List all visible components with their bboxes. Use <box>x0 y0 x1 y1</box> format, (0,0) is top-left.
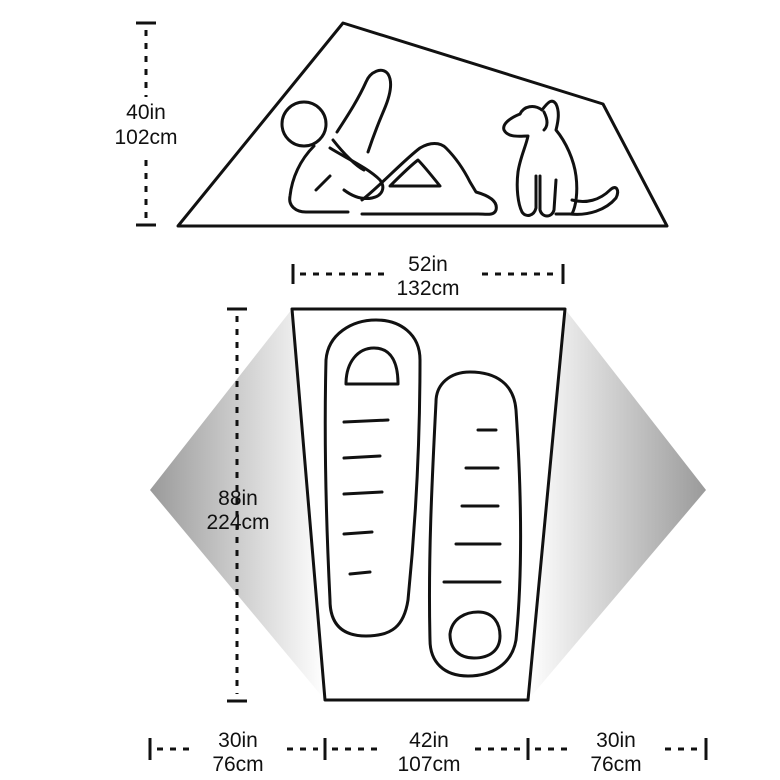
side-view: 40in 102cm <box>102 21 669 228</box>
length-in-label: 88in <box>218 487 258 510</box>
side-height-in-label: 40in <box>126 101 166 124</box>
person-icon <box>280 68 498 216</box>
top-width-in-label: 52in <box>408 253 448 276</box>
left-vestibule-in-label: 30in <box>218 729 258 752</box>
right-vestibule <box>528 309 706 700</box>
top-width-dimension-line <box>291 251 565 299</box>
sleeping-bag-right <box>427 370 522 678</box>
tent-side-profile <box>176 21 669 228</box>
length-dimension-line <box>227 307 247 703</box>
sleeping-bag-left <box>323 318 422 638</box>
bottom-width-in-label: 42in <box>409 729 449 752</box>
top-width-cm-label: 132cm <box>396 277 459 300</box>
right-vestibule-in-label: 30in <box>596 729 636 752</box>
floor-plan: 52in 132cm 88in 224cm 30in 76cm 42in 107… <box>148 251 708 780</box>
side-height-cm-label: 102cm <box>114 126 177 149</box>
bottom-dimension-line <box>148 725 708 780</box>
right-vestibule-cm-label: 76cm <box>590 753 641 776</box>
bottom-width-cm-label: 107cm <box>397 753 460 776</box>
dog-icon <box>502 99 620 218</box>
side-height-dimension-line <box>102 21 192 227</box>
tent-floor-outline <box>290 307 567 702</box>
left-vestibule <box>150 309 325 700</box>
left-vestibule-cm-label: 76cm <box>212 753 263 776</box>
length-cm-label: 224cm <box>206 511 269 534</box>
